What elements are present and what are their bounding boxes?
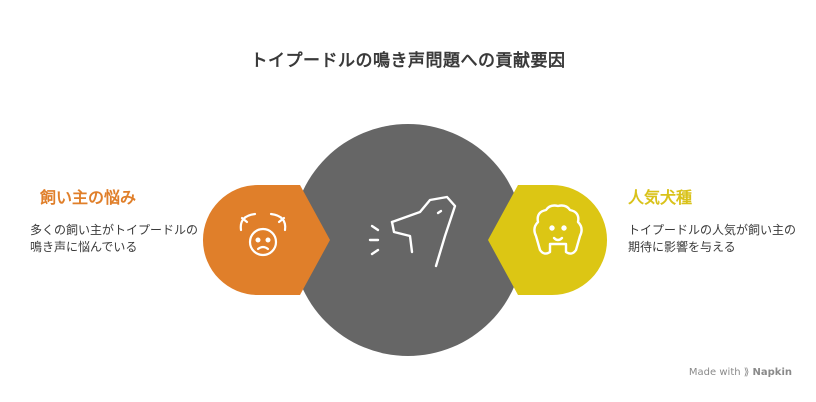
worried-face-hands-icon bbox=[239, 212, 287, 257]
poodle-face-icon bbox=[533, 204, 583, 255]
center-circle bbox=[292, 124, 524, 356]
napkin-brand: Napkin bbox=[752, 367, 792, 378]
napkin-logo-icon: ⟫ bbox=[743, 367, 750, 378]
barking-dog-icon bbox=[368, 195, 457, 268]
made-with-napkin[interactable]: Made with ⟫ Napkin bbox=[689, 367, 792, 378]
right-heading: 人気犬種 bbox=[628, 188, 693, 207]
left-heading: 飼い主の悩み bbox=[40, 188, 137, 207]
made-with-label: Made with bbox=[688, 367, 741, 378]
left-description: 多くの飼い主がトイプードルの鳴き声に悩んでいる bbox=[30, 223, 199, 254]
right-description: トイプードルの人気が飼い主の期待に影響を与える bbox=[628, 223, 797, 254]
diagram-title: トイプードルの鳴き声問題への貢献要因 bbox=[250, 51, 566, 71]
